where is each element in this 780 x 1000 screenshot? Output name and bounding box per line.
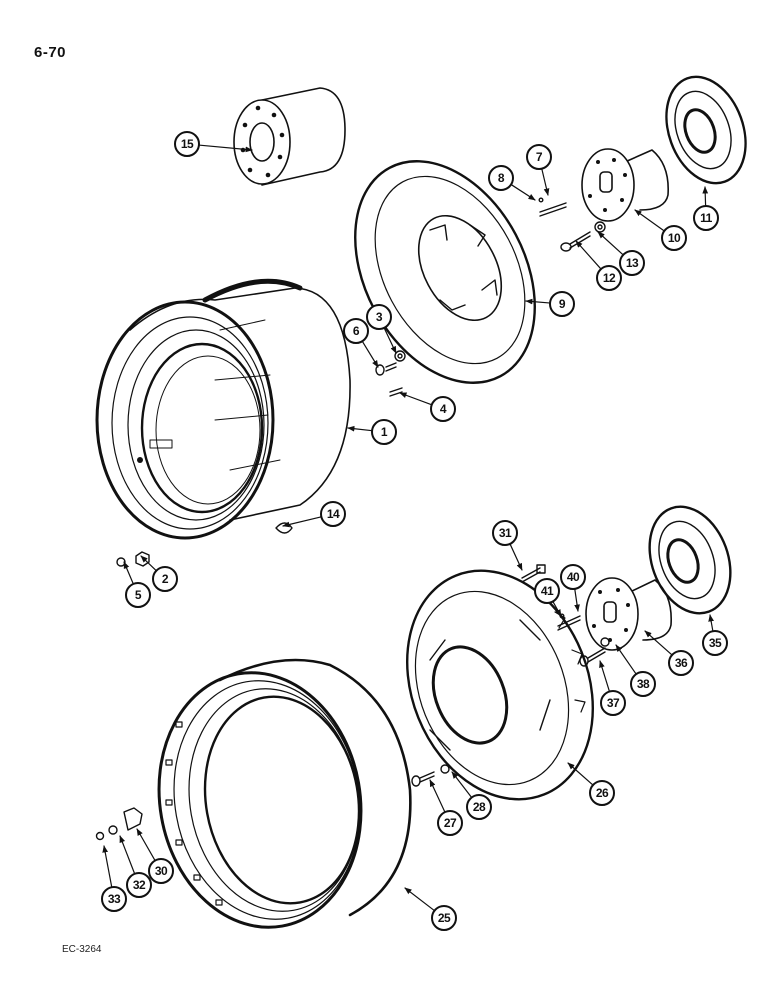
leader-line-27 xyxy=(429,779,446,812)
callout-38: 38 xyxy=(630,671,656,697)
leader-line-6 xyxy=(362,341,379,368)
leader-line-1 xyxy=(347,425,372,432)
leader-line-11 xyxy=(702,186,709,206)
callout-3: 3 xyxy=(366,304,392,330)
leader-line-2 xyxy=(140,555,157,571)
callout-15: 15 xyxy=(174,131,200,157)
leader-line-8 xyxy=(511,184,536,201)
hub-part-upper xyxy=(665,75,747,185)
callout-6: 6 xyxy=(343,318,369,344)
callout-7: 7 xyxy=(526,144,552,170)
callout-36: 36 xyxy=(668,650,694,676)
wheel-center-part xyxy=(406,569,594,801)
callout-10: 10 xyxy=(661,225,687,251)
callout-13: 13 xyxy=(619,250,645,276)
leader-line-41 xyxy=(552,601,562,617)
leader-line-26 xyxy=(567,762,593,785)
callout-26: 26 xyxy=(589,780,615,806)
callout-27: 27 xyxy=(437,810,463,836)
callout-14: 14 xyxy=(320,501,346,527)
callout-32: 32 xyxy=(126,872,152,898)
callout-5: 5 xyxy=(125,582,151,608)
leader-line-36 xyxy=(644,630,672,655)
leader-line-7 xyxy=(541,169,550,196)
leader-line-30 xyxy=(136,828,156,861)
callout-41: 41 xyxy=(534,578,560,604)
leader-line-32 xyxy=(119,835,135,874)
leader-line-28 xyxy=(451,771,472,798)
callout-9: 9 xyxy=(549,291,575,317)
callout-12: 12 xyxy=(596,265,622,291)
hub-flange-part-lower xyxy=(585,577,672,651)
callout-11: 11 xyxy=(693,205,719,231)
leader-line-35 xyxy=(708,614,714,631)
callout-28: 28 xyxy=(466,794,492,820)
rear-wheel-rim-part xyxy=(157,658,412,929)
callout-1: 1 xyxy=(371,419,397,445)
leader-line-15 xyxy=(199,144,253,153)
callout-4: 4 xyxy=(430,396,456,422)
callout-40: 40 xyxy=(560,564,586,590)
leader-line-14 xyxy=(282,516,321,528)
callout-25: 25 xyxy=(431,905,457,931)
callout-2: 2 xyxy=(152,566,178,592)
callout-37: 37 xyxy=(600,690,626,716)
leader-line-10 xyxy=(634,209,665,232)
page-label: 6-70 xyxy=(34,44,67,61)
hub-part-lower xyxy=(648,505,732,615)
leader-line-12 xyxy=(575,240,601,269)
leader-line-33 xyxy=(102,845,113,887)
leader-line-3 xyxy=(383,328,397,354)
wheel-disc-part xyxy=(354,160,536,384)
leader-lines xyxy=(102,144,714,911)
leader-line-38 xyxy=(615,644,637,674)
leader-line-5 xyxy=(123,561,134,584)
wheel-weight-part xyxy=(233,87,346,186)
leader-line-40 xyxy=(574,589,580,612)
leader-line-37 xyxy=(599,660,610,692)
leader-line-9 xyxy=(525,298,550,305)
callout-30: 30 xyxy=(148,858,174,884)
callout-33: 33 xyxy=(101,886,127,912)
drawing-code: EC-3264 xyxy=(62,944,102,955)
leader-line-31 xyxy=(509,544,523,571)
leader-line-25 xyxy=(404,887,435,911)
callout-8: 8 xyxy=(488,165,514,191)
callout-35: 35 xyxy=(702,630,728,656)
front-wheel-rim-part xyxy=(95,278,351,540)
leader-line-13 xyxy=(597,231,623,255)
hub-flange-part-upper xyxy=(581,148,669,222)
leader-line-4 xyxy=(399,392,432,406)
callout-31: 31 xyxy=(492,520,518,546)
